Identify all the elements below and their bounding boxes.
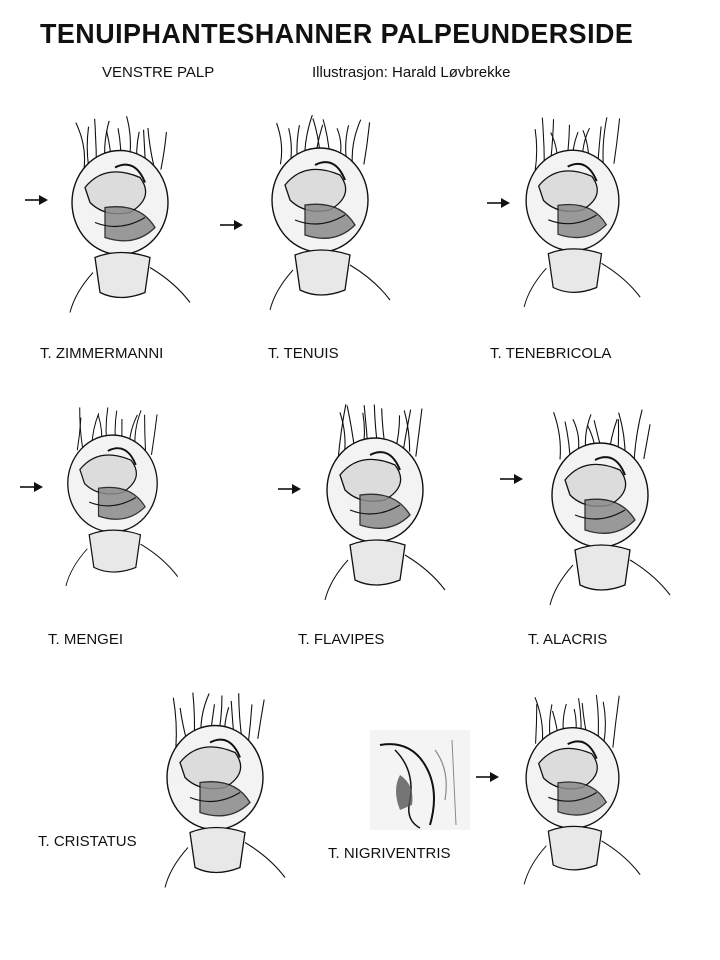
palp-drawing-tenebricola (500, 100, 645, 330)
species-label-zimmermanni: T. ZIMMERMANNI (40, 345, 164, 362)
nigriventris-detail-inset (370, 730, 470, 830)
species-label-tenuis: T. TENUIS (268, 345, 339, 362)
species-label-alacris: T. ALACRIS (528, 631, 608, 648)
species-label-nigriventris: T. NIGRIVENTRIS (328, 845, 451, 862)
illustration-credit: Illustrasjon: Harald Løvbrekke (312, 64, 511, 81)
palp-drawing-nigriventris (500, 680, 645, 905)
palp-drawing-alacris (525, 385, 675, 635)
species-label-mengei: T. MENGEI (48, 631, 124, 648)
palp-drawing-mengei (35, 395, 190, 600)
palp-drawing-flavipes (295, 395, 455, 615)
arrow-right-icon (487, 197, 511, 209)
arrow-right-icon (220, 219, 244, 231)
species-label-flavipes: T. FLAVIPES (298, 631, 385, 648)
species-label-cristatus: T. CRISTATUS (38, 833, 137, 850)
arrow-right-icon (20, 481, 44, 493)
palp-drawing-cristatus (140, 660, 290, 925)
arrow-right-icon (500, 473, 524, 485)
arrow-right-icon (476, 771, 500, 783)
palp-drawing-tenuis (245, 100, 395, 330)
species-label-tenebricola: T. TENEBRICOLA (490, 345, 612, 362)
arrow-right-icon (25, 194, 49, 206)
palp-drawing-zimmermanni (45, 105, 195, 330)
palp-label: VENSTRE PALP (102, 64, 215, 81)
arrow-right-icon (278, 483, 302, 495)
page-title: TENUIPHANTESHANNER PALPEUNDERSIDE (40, 18, 634, 49)
